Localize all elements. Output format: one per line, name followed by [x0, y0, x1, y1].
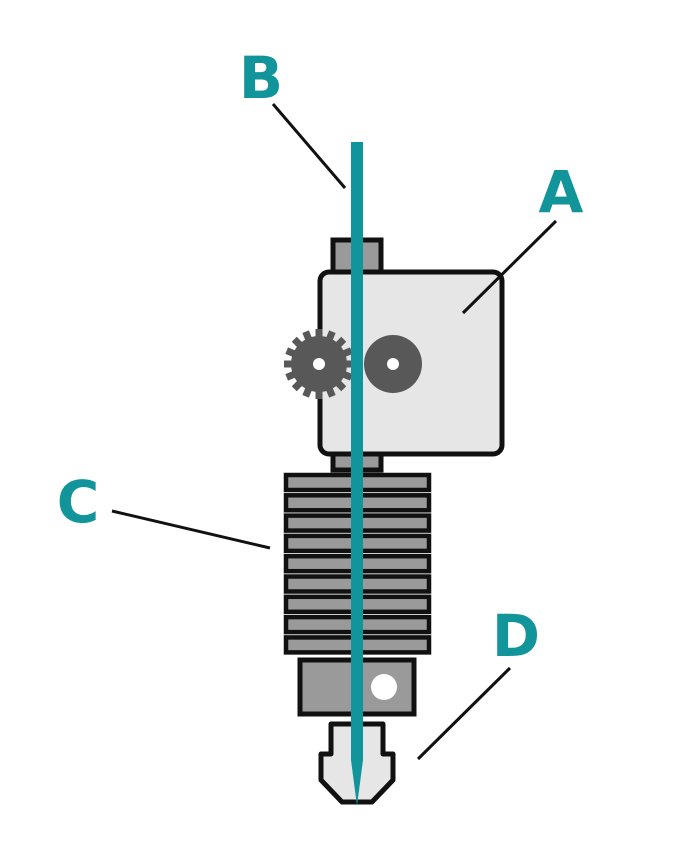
leader-line-b — [271, 103, 347, 189]
leader-line-c — [111, 509, 271, 550]
gear-icon — [284, 329, 354, 399]
label-c: C — [57, 468, 100, 536]
leader-line-a — [461, 219, 558, 315]
bearing-icon — [364, 335, 422, 393]
label-a: A — [539, 158, 584, 226]
label-b: B — [239, 44, 283, 112]
extruder-drive — [284, 237, 505, 473]
leader-line-d — [416, 666, 512, 761]
gear-tooth — [315, 387, 323, 399]
thermistor-hole — [371, 674, 397, 700]
label-d: D — [492, 602, 540, 670]
filament — [351, 142, 363, 806]
gear-tooth — [315, 329, 323, 341]
